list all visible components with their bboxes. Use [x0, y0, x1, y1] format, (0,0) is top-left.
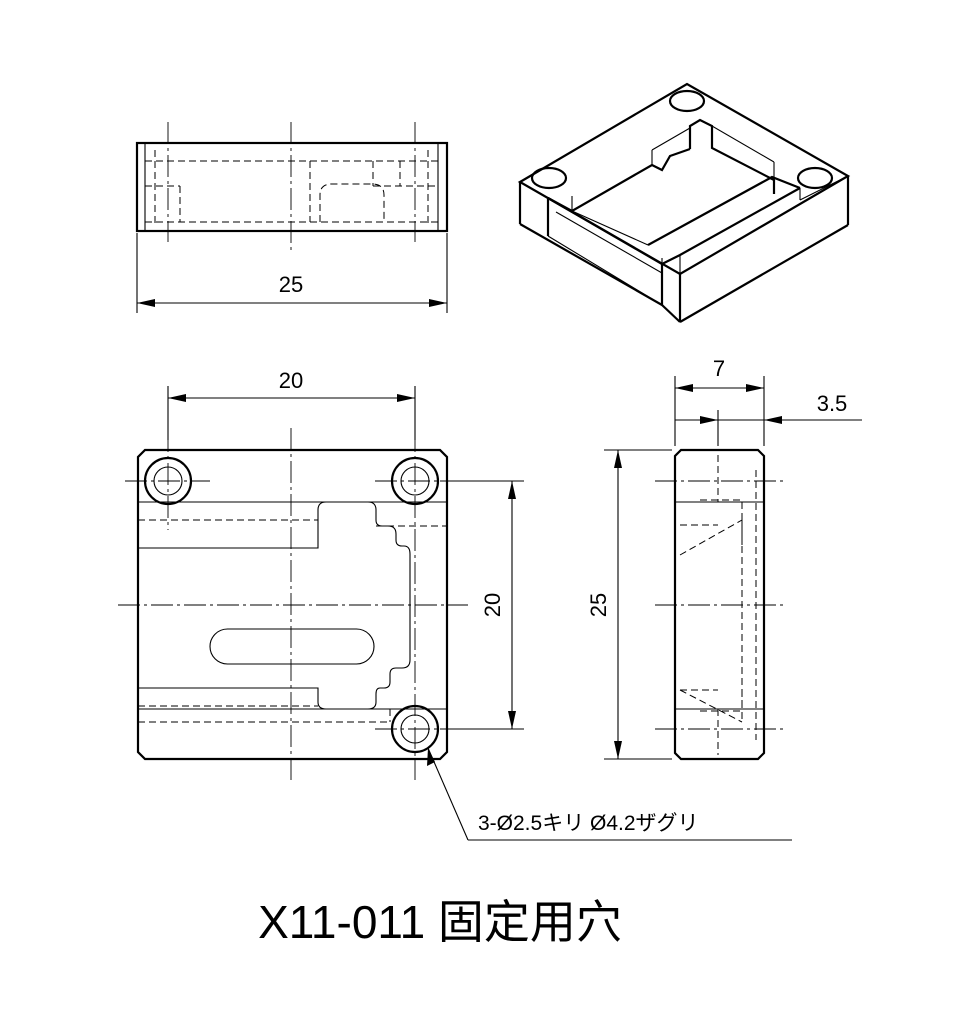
- top-view: [135, 122, 449, 252]
- dim-front-v-label: 20: [480, 593, 505, 617]
- dimension-side-counterbore-depth: 3.5: [675, 391, 862, 446]
- dim-front-h-label: 20: [279, 368, 303, 393]
- dimension-side-height: 25: [586, 449, 672, 760]
- drawing-title: X11-011 固定用穴: [258, 896, 622, 948]
- side-view: [655, 448, 784, 761]
- hole-note: 3-Ø2.5キリ Ø4.2ザグリ: [478, 812, 699, 835]
- front-view: [118, 428, 468, 782]
- isometric-view: [517, 82, 851, 323]
- hole-callout: 3-Ø2.5キリ Ø4.2ザグリ: [427, 747, 792, 841]
- dim-side-height-label: 25: [586, 593, 611, 617]
- dim-top-width-label: 25: [279, 272, 303, 297]
- dimension-side-depth: 7: [674, 356, 765, 446]
- dim-side-depth-label: 7: [713, 356, 725, 381]
- dimension-front-hole-spacing-v: 20: [440, 480, 524, 730]
- dimension-front-hole-spacing-h: 20: [167, 368, 416, 440]
- dim-side-counterbore-label: 3.5: [817, 391, 848, 416]
- dimension-top-width: 25: [136, 233, 448, 313]
